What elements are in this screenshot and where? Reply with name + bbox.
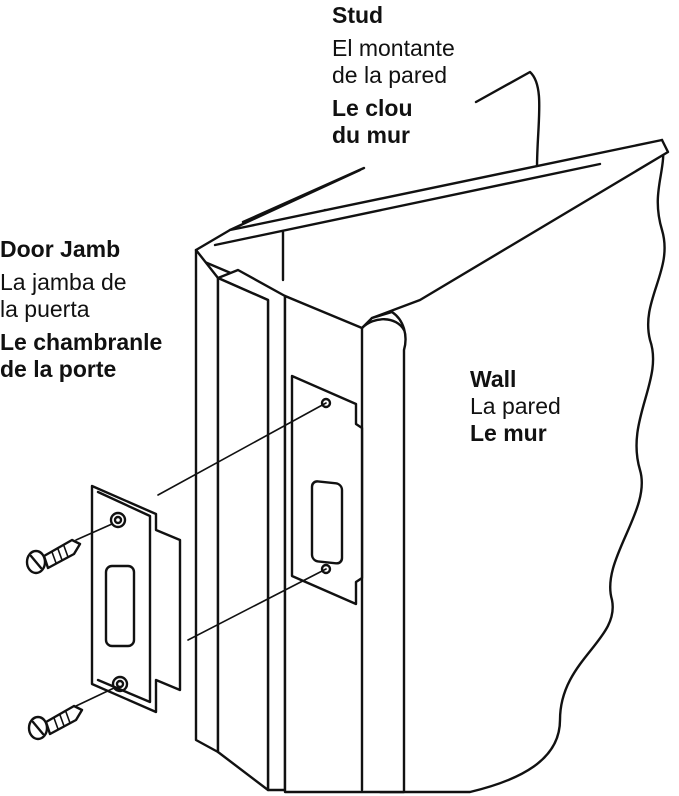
label-door-jamb-en: Door Jamb [0, 236, 121, 262]
screw-icon-bottom [27, 704, 84, 741]
label-wall: Wall La pared Le mur [470, 366, 561, 447]
label-wall-en: Wall [470, 366, 517, 392]
strike-plate [90, 484, 182, 714]
alignment-line-bottom [187, 568, 327, 641]
screw-icon-top [25, 538, 82, 575]
jamb-strike-outline [290, 374, 364, 606]
label-door-jamb: Door Jamb La jamba de la puerta Le chamb… [0, 236, 162, 383]
wall-panel [378, 138, 666, 794]
label-stud: Stud El montante de la pared Le clou du … [332, 2, 455, 149]
label-wall-es: La pared [470, 393, 561, 419]
alignment-line-top [157, 402, 327, 496]
label-door-jamb-fr-2: de la porte [0, 356, 117, 382]
label-door-jamb-es-2: la puerta [0, 296, 90, 322]
label-stud-fr-2: du mur [332, 122, 410, 148]
label-stud-es-2: de la pared [332, 62, 448, 88]
label-stud-fr-1: Le clou [332, 95, 413, 121]
screw-line-top [75, 523, 113, 541]
label-wall-fr: Le mur [470, 420, 547, 446]
label-stud-es-1: El montante [332, 35, 455, 61]
label-door-jamb-fr-1: Le chambranle [0, 329, 163, 355]
stud-top-line [241, 166, 366, 224]
screw-line-bottom [75, 687, 115, 707]
label-door-jamb-es-1: La jamba de [0, 269, 127, 295]
label-stud-en: Stud [332, 2, 384, 28]
